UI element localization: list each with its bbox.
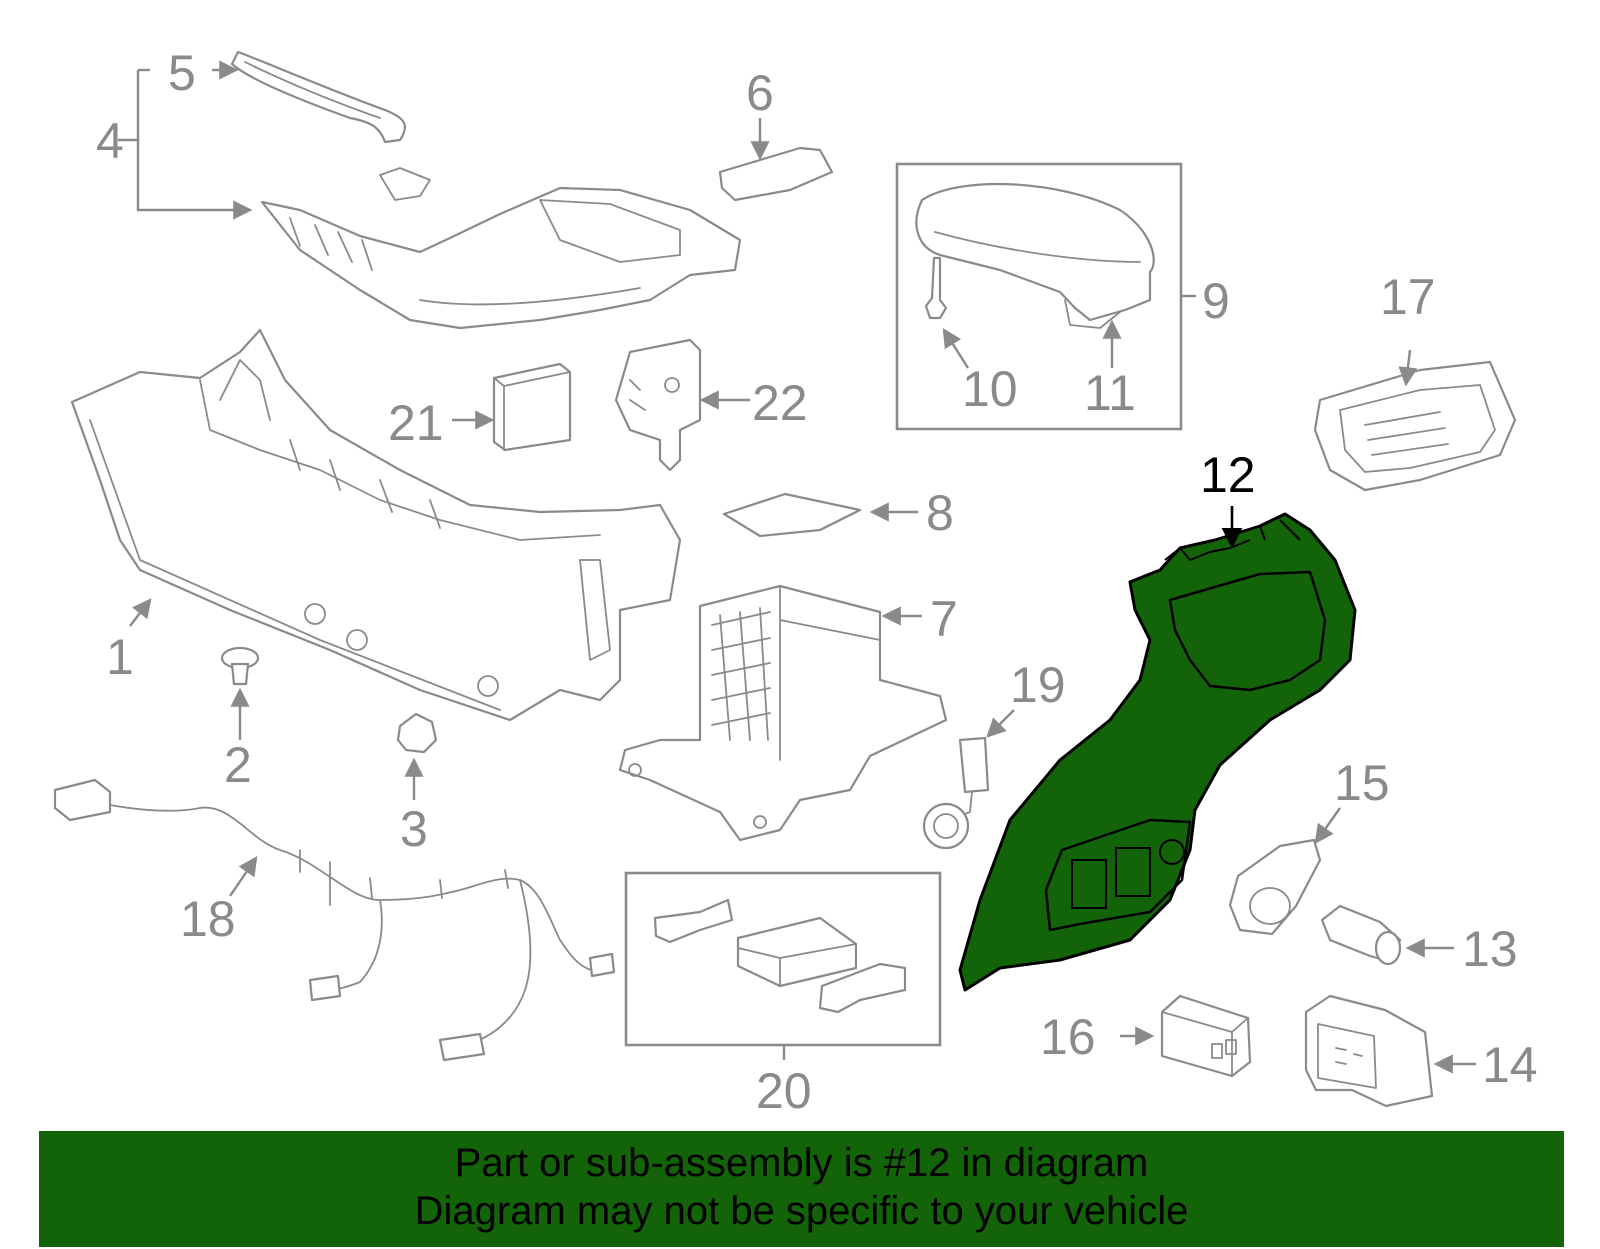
part-2-push-pin[interactable] <box>220 646 260 686</box>
part-5-armrest-pad[interactable] <box>230 50 407 144</box>
callout-8: 8 <box>926 485 954 541</box>
part-9-armrest-lid[interactable] <box>915 182 1155 329</box>
part-20-module-bracket[interactable] <box>653 898 907 1014</box>
callout-22: 22 <box>752 375 808 431</box>
callout-17: 17 <box>1380 269 1436 325</box>
part-10-hinge-pin[interactable] <box>924 256 948 320</box>
callout-13: 13 <box>1462 921 1518 977</box>
group-frame-9-10-11 <box>895 162 1183 431</box>
part-6-trim-cap[interactable] <box>718 146 834 202</box>
callout-3: 3 <box>400 801 428 857</box>
part-18-wiring-harness[interactable] <box>53 778 616 1062</box>
callout-6: 6 <box>746 65 774 121</box>
callout-20: 20 <box>756 1063 812 1119</box>
callout-4: 4 <box>96 113 124 169</box>
part-21-switch-module[interactable] <box>492 362 572 452</box>
callout-12: 12 <box>1200 447 1256 503</box>
part-14-power-outlet[interactable] <box>1304 994 1434 1108</box>
callout-5: 5 <box>168 45 196 101</box>
banner-line-2: Diagram may not be specific to your vehi… <box>414 1189 1189 1233</box>
part-3-clip[interactable] <box>396 712 438 754</box>
callout-9: 9 <box>1202 273 1230 329</box>
part-22-bracket[interactable] <box>614 338 702 472</box>
callout-11: 11 <box>1084 365 1136 421</box>
callout-18: 18 <box>180 891 236 947</box>
callout-16: 16 <box>1040 1009 1096 1065</box>
callout-7: 7 <box>930 591 958 647</box>
part-19-sensor[interactable] <box>922 736 990 850</box>
banner-line-1: Part or sub-assembly is #12 in diagram <box>454 1141 1149 1185</box>
part-7-storage-bin[interactable] <box>618 584 948 842</box>
part-8-mat-pad[interactable] <box>722 492 862 538</box>
callout-10: 10 <box>962 361 1018 417</box>
part-13-power-socket[interactable] <box>1320 904 1402 966</box>
part-17-rear-vent[interactable] <box>1313 360 1517 492</box>
callout-15: 15 <box>1334 755 1390 811</box>
info-banner: Part or sub-assembly is #12 in diagram D… <box>39 1131 1564 1247</box>
part-1-console-base[interactable] <box>70 328 682 722</box>
callout-2: 2 <box>224 737 252 793</box>
part-4-console-upper-trim[interactable] <box>260 167 742 330</box>
part-12-console-rear-panel[interactable] <box>958 512 1357 992</box>
part-16-usb-module[interactable] <box>1160 994 1252 1078</box>
callout-14: 14 <box>1482 1037 1538 1093</box>
callout-1: 1 <box>106 629 134 685</box>
callout-21: 21 <box>388 395 444 451</box>
callout-19: 19 <box>1010 657 1066 713</box>
part-15-outlet-bezel[interactable] <box>1228 838 1322 936</box>
group-frame-20 <box>624 871 942 1047</box>
